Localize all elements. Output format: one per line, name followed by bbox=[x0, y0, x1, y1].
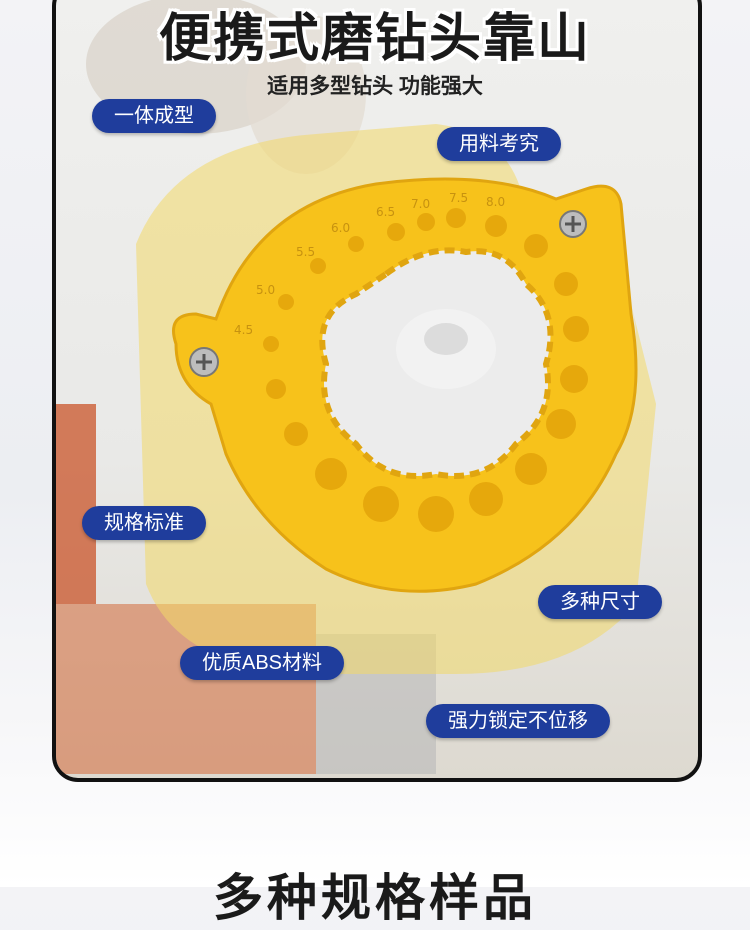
scale-label: 8.0 bbox=[486, 195, 505, 209]
scale-label: 7.5 bbox=[449, 191, 468, 205]
scale-label: 4.5 bbox=[234, 323, 253, 337]
scale-label: 6.0 bbox=[331, 221, 350, 235]
next-section-title: 多种规格样品 bbox=[213, 869, 537, 927]
tag-abs-material: 优质ABS材料 bbox=[180, 646, 345, 680]
scale-label: 5.5 bbox=[296, 245, 315, 259]
tag-material-care: 用料考究 bbox=[437, 127, 561, 161]
scale-label: 6.5 bbox=[376, 205, 395, 219]
tag-standard-spec: 规格标准 bbox=[82, 506, 206, 540]
page-title: 便携式磨钻头靠山 bbox=[158, 9, 591, 69]
screw-icon bbox=[559, 210, 587, 238]
drill-gauge: 8.0 7.5 7.0 6.5 6.0 5.5 5.0 4.5 bbox=[172, 177, 638, 593]
scale-label: 7.0 bbox=[411, 197, 430, 211]
page-subtitle: 适用多型钻头 功能强大 bbox=[267, 75, 483, 98]
tag-one-piece: 一体成型 bbox=[92, 99, 216, 133]
screw-icon bbox=[189, 347, 219, 377]
scale-label: 5.0 bbox=[256, 283, 275, 297]
tag-strong-lock: 强力锁定不位移 bbox=[426, 704, 610, 738]
tag-multiple-sizes: 多种尺寸 bbox=[538, 585, 662, 619]
